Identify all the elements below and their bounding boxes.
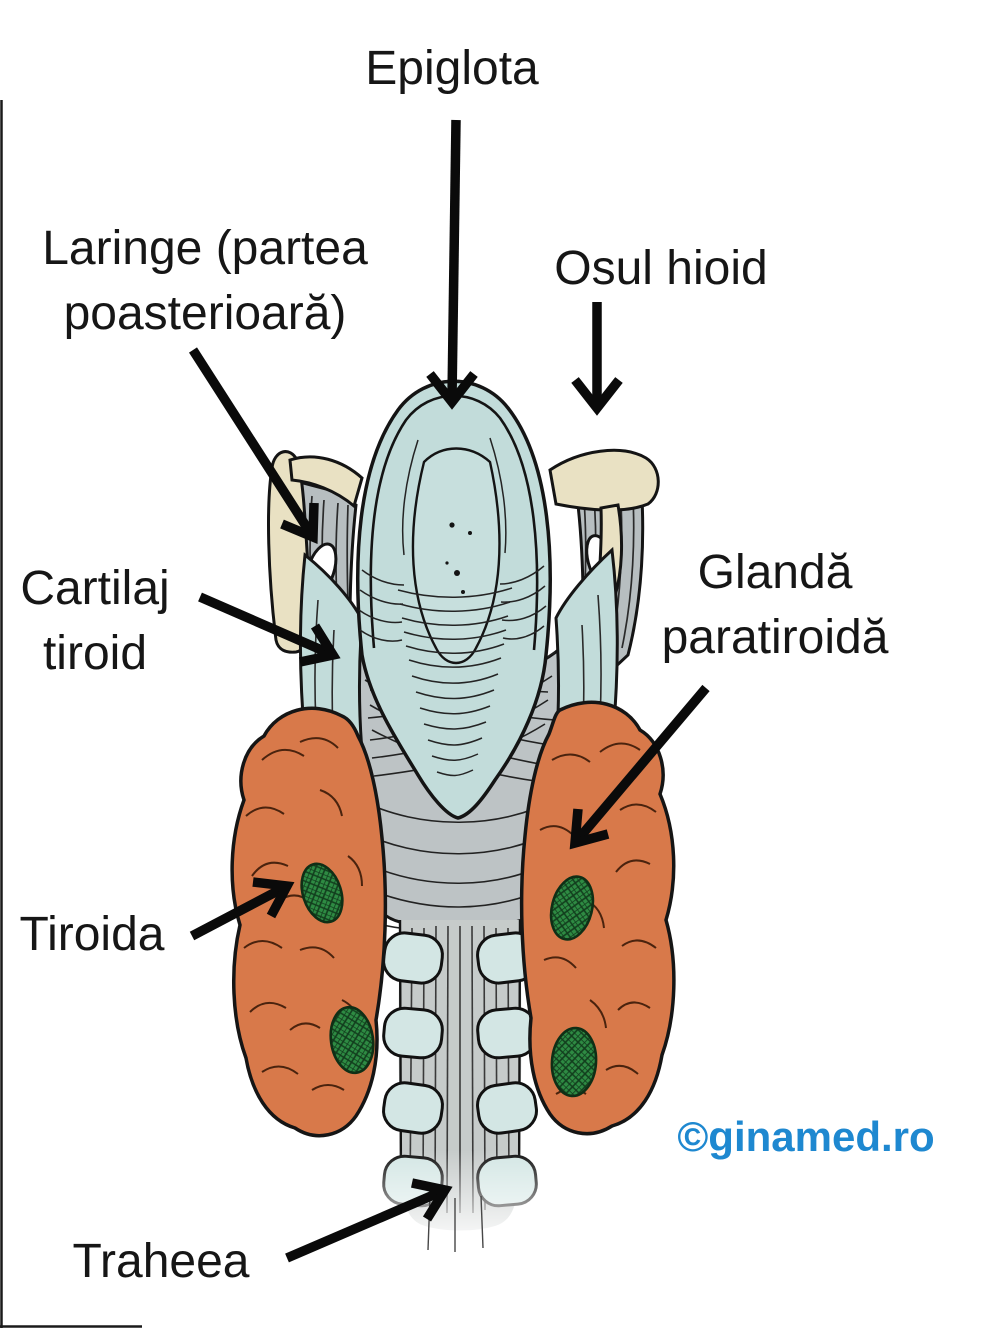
label-tiroida-text: Tiroida — [19, 908, 165, 961]
parathyroid-gland — [300, 862, 375, 1075]
label-laringe-line1: Laringe (partea — [42, 222, 368, 275]
tiroida-arrow — [189, 877, 295, 941]
label-laringe-line2: poasterioară) — [63, 287, 347, 341]
glanda-paratiroida-arrow — [569, 684, 710, 850]
trachea-fade — [380, 1150, 540, 1250]
cartilaj-tiroid-arrow — [198, 592, 341, 667]
label-cartilaj-line2: tiroid — [42, 627, 148, 681]
epiglottis — [356, 379, 552, 820]
frame-border — [0, 100, 142, 1328]
thyroid-left-lobe — [230, 706, 388, 1138]
label-epiglota-text: Epiglota — [365, 42, 539, 95]
label-glanda-paratiroida: Glandă paratiroidă — [662, 540, 889, 671]
ginamed-watermark: ©ginamed.ro — [677, 1113, 935, 1160]
label-traheea-text: Traheea — [72, 1235, 250, 1288]
parathyroid-gland — [549, 875, 598, 1098]
traheea-arrow — [285, 1178, 453, 1263]
label-epiglota: Epiglota — [365, 36, 538, 101]
label-osul-hioid-text: Osul hioid — [554, 242, 768, 295]
label-laringe: Laringe (partea poasterioară) — [42, 216, 368, 347]
osul-hioid-arrow — [571, 302, 623, 416]
epiglota-arrow — [426, 119, 478, 410]
laringe-arrow — [189, 347, 319, 545]
label-cartilaj-tiroid: Cartilaj tiroid — [20, 556, 169, 687]
thyroid-right-lobe — [519, 700, 676, 1136]
label-tiroida: Tiroida — [20, 902, 165, 967]
label-glanda-line1: Glandă — [697, 546, 853, 599]
label-traheea: Traheea — [73, 1229, 250, 1294]
label-cartilaj-line1: Cartilaj — [20, 562, 170, 615]
label-glanda-line2: paratiroidă — [661, 611, 889, 665]
trachea-line-ends — [427, 1194, 484, 1252]
label-osul-hioid: Osul hioid — [554, 236, 767, 301]
